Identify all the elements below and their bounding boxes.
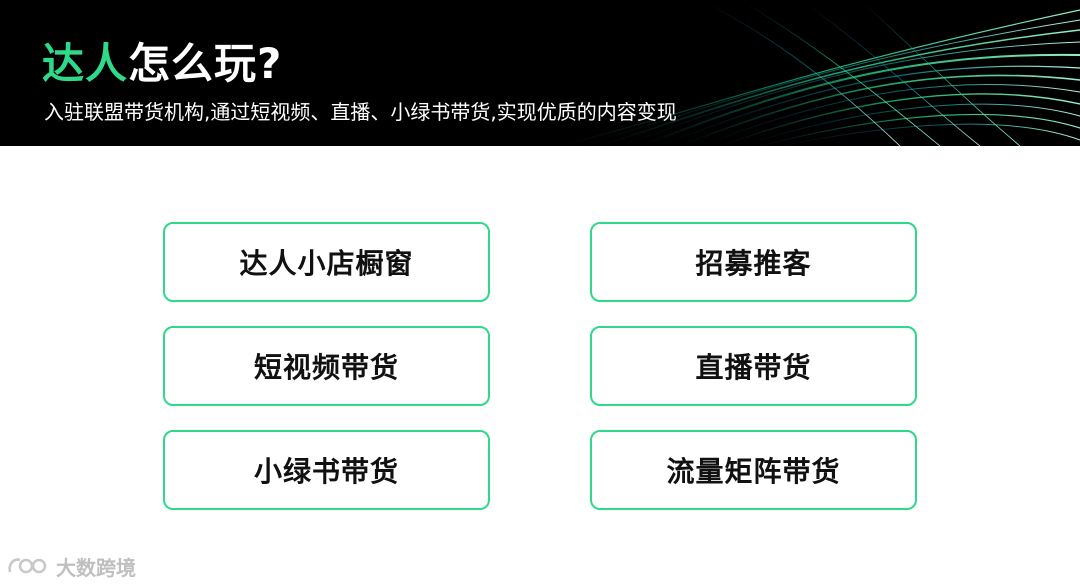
option-card-short-video-sales[interactable]: 短视频带货 xyxy=(163,326,490,406)
decorative-light-streaks xyxy=(559,0,1080,146)
option-card-traffic-matrix-sales[interactable]: 流量矩阵带货 xyxy=(590,430,917,510)
page-title-accent: 达人 xyxy=(42,39,129,88)
option-card-live-stream-sales[interactable]: 直播带货 xyxy=(590,326,917,406)
page-title-rest: 怎么玩? xyxy=(128,39,283,88)
page-title: 达人怎么玩? xyxy=(42,30,282,91)
brand-logo-icon xyxy=(8,558,47,574)
header-banner: 达人怎么玩? 入驻联盟带货机构,通过短视频、直播、小绿书带货,实现优质的内容变现 xyxy=(0,0,1080,146)
watermark-text: 大数跨境 xyxy=(56,555,136,580)
watermark: 大数跨境 xyxy=(6,550,136,582)
options-grid: 达人小店橱窗 招募推客 短视频带货 直播带货 小绿书带货 流量矩阵带货 xyxy=(163,222,917,510)
page-subtitle: 入驻联盟带货机构,通过短视频、直播、小绿书带货,实现优质的内容变现 xyxy=(44,100,677,124)
option-card-xiaolvshu-sales[interactable]: 小绿书带货 xyxy=(163,430,490,510)
option-card-recruit-promoters[interactable]: 招募推客 xyxy=(590,222,917,302)
option-card-talent-shop-window[interactable]: 达人小店橱窗 xyxy=(163,222,490,302)
